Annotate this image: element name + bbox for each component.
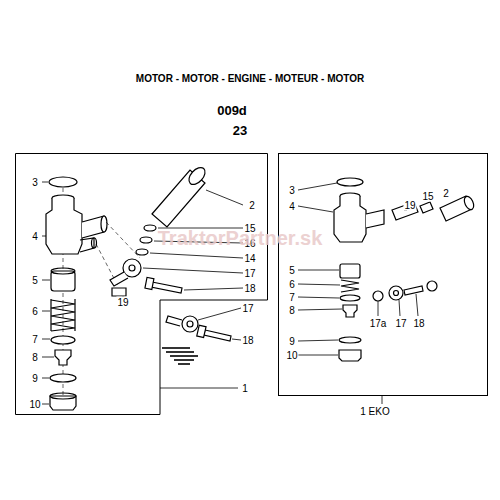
callout-number: 8 — [288, 305, 296, 316]
frame-label: 1 EKO — [359, 406, 390, 417]
callout-number: 18 — [243, 283, 256, 294]
callout-number: 7 — [288, 292, 296, 303]
callout-number: 8 — [31, 352, 39, 363]
parts-frame: 1 EKO — [278, 153, 488, 396]
callout-number: 4 — [31, 231, 39, 242]
page-title: MOTOR - MOTOR - ENGINE - MOTEUR - MOTOR — [136, 73, 364, 84]
callout-number: 6 — [288, 279, 296, 290]
header-code: 23 — [232, 123, 248, 138]
callout-number: 17a — [369, 318, 388, 329]
callout-number: 19 — [403, 200, 416, 211]
callout-number: 19 — [116, 297, 129, 308]
watermark: TraktorPartner.sk — [157, 227, 324, 249]
callout-number: 4 — [288, 201, 296, 212]
callout-number: 2 — [248, 200, 256, 211]
frame-label: 1 — [241, 383, 249, 394]
callout-number: 7 — [31, 334, 39, 345]
callout-number: 15 — [421, 191, 434, 202]
callout-number: 17 — [394, 318, 407, 329]
callout-number: 10 — [28, 399, 41, 410]
callout-number: 10 — [285, 350, 298, 361]
callout-number: 2 — [442, 188, 450, 199]
callout-number: 9 — [288, 336, 296, 347]
callout-number: 5 — [31, 275, 39, 286]
callout-number: 5 — [288, 265, 296, 276]
callout-number: 18 — [412, 318, 425, 329]
callout-number: 3 — [31, 177, 39, 188]
header-code: 009d — [216, 103, 248, 118]
callout-number: 18 — [241, 335, 254, 346]
frame-outline — [278, 153, 488, 397]
callout-number: 3 — [288, 185, 296, 196]
callout-number: 6 — [31, 306, 39, 317]
callout-number: 17 — [241, 303, 254, 314]
callout-number: 9 — [31, 373, 39, 384]
callout-number: 14 — [243, 253, 256, 264]
frame-outline — [15, 153, 268, 416]
callout-number: 17 — [243, 268, 256, 279]
parts-frame: 1 — [15, 153, 268, 415]
